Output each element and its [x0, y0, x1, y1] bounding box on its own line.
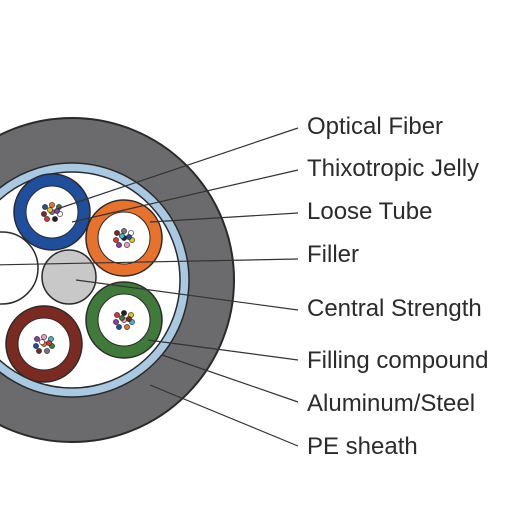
filler — [0, 231, 39, 305]
leader-loose-tube — [149, 212, 299, 223]
leader-aluminum-steel — [161, 354, 299, 403]
label-central-strength: Central Strength — [307, 295, 482, 322]
fiber-strand — [121, 228, 127, 234]
fiber-strand — [46, 340, 52, 346]
label-optical-fiber: Optical Fiber — [307, 113, 443, 140]
fiber-strand — [119, 315, 125, 321]
leader-filler — [0, 258, 299, 266]
fiber-strand — [114, 312, 120, 318]
fiber-strand — [54, 208, 60, 214]
fiber-strand — [36, 348, 42, 354]
fiber-strand — [34, 336, 40, 342]
fiber-strand — [124, 324, 130, 330]
leader-central-strength — [75, 279, 299, 311]
optical-fiber-bundle — [33, 202, 135, 354]
fiber-strand — [114, 230, 120, 236]
leader-thixotropic-jelly — [71, 169, 299, 223]
label-thixotropic-jelly: Thixotropic Jelly — [307, 155, 479, 182]
fiber-strand — [42, 204, 48, 210]
fiber-strand — [41, 334, 47, 340]
leader-optical-fiber — [56, 127, 299, 210]
cable-cross-section — [0, 117, 235, 443]
fiber-strand — [126, 316, 132, 322]
central-strength-member — [41, 249, 97, 305]
leader-pe-sheath — [149, 384, 299, 447]
fiber-strand — [52, 216, 58, 222]
fiber-strand — [119, 233, 125, 239]
fiber-strand — [44, 216, 50, 222]
fiber-strand — [47, 207, 53, 213]
label-filler: Filler — [307, 241, 359, 268]
fiber-strand — [121, 310, 127, 316]
fiber-strand — [44, 348, 50, 354]
fiber-strand — [126, 234, 132, 240]
fiber-strand — [116, 324, 122, 330]
fiber-strand — [116, 242, 122, 248]
label-filling-compound: Filling compound — [307, 347, 488, 374]
fiber-strand — [39, 339, 45, 345]
fiber-strand — [33, 343, 39, 349]
leader-lines — [0, 127, 299, 447]
fiber-strand — [41, 211, 47, 217]
fiber-strand — [113, 319, 119, 325]
label-loose-tube: Loose Tube — [307, 198, 432, 225]
labels: Optical Fiber Thixotropic Jelly Loose Tu… — [307, 113, 488, 460]
leader-filling-compound — [147, 339, 299, 361]
fiber-strand — [113, 237, 119, 243]
fiber-strand — [124, 242, 130, 248]
label-pe-sheath: PE sheath — [307, 433, 418, 460]
label-aluminum-steel: Aluminum/Steel — [307, 390, 475, 417]
fiber-strand — [49, 202, 55, 208]
